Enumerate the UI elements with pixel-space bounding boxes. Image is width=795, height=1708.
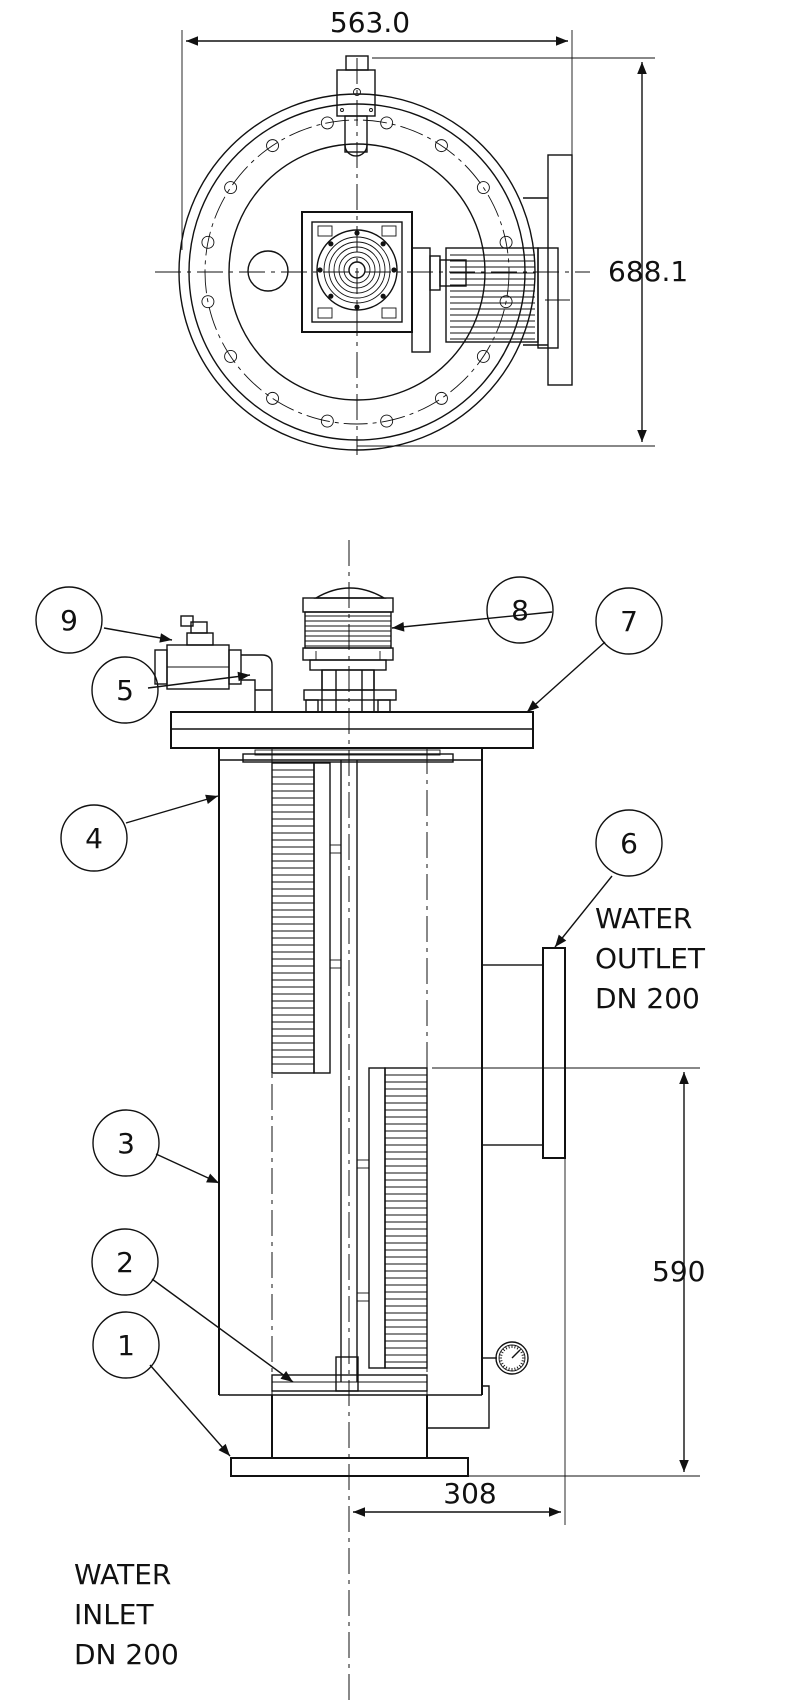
balloon-8: 8 (486, 576, 554, 644)
balloon-5-label: 5 (116, 674, 134, 707)
balloon-7: 7 (595, 587, 663, 655)
upper-screen-element (271, 762, 342, 1074)
bolt-holes (201, 116, 513, 428)
balloon-4: 4 (60, 804, 128, 872)
balloon-5: 5 (91, 656, 159, 724)
outlet-note-line-3: DN 200 (595, 982, 700, 1015)
balloon-9-label: 9 (60, 604, 78, 637)
balloon-9: 9 (35, 586, 103, 654)
balloon-3: 3 (92, 1109, 160, 1177)
balloon-4-label: 4 (85, 822, 103, 855)
balloon-1-label: 1 (117, 1329, 135, 1362)
vessel-body (218, 748, 483, 1396)
balloon-2: 2 (91, 1228, 159, 1296)
inlet-note-line-1: WATER (74, 1558, 171, 1591)
motor-top (411, 247, 570, 353)
balloon-6-label: 6 (620, 827, 638, 860)
balloon-2-label: 2 (116, 1246, 134, 1279)
motor-gearbox-front (302, 587, 397, 713)
top-width-label: 563.0 (330, 6, 410, 39)
balloon-3-label: 3 (117, 1127, 135, 1160)
balloon-1: 1 (92, 1311, 160, 1379)
solenoid-valve (154, 615, 273, 712)
inlet-note-line-3: DN 200 (74, 1638, 179, 1671)
outlet-note-line-1: WATER (595, 902, 692, 935)
valve-bracket (336, 55, 376, 157)
leader-lines (103, 611, 613, 1457)
offset-dimension: 308 (353, 1158, 566, 1525)
offset-label: 308 (443, 1477, 496, 1510)
outlet-nozzle (432, 947, 700, 1159)
bottom-bearing-plate (271, 1356, 428, 1392)
top-height-dimension: 688.1 (357, 57, 688, 447)
inlet-note-line-2: INLET (74, 1598, 154, 1631)
pressure-gauge (427, 1341, 529, 1429)
side-port-circle (247, 250, 289, 292)
screen-support-plate (219, 749, 482, 763)
outlet-note-line-2: OUTLET (595, 942, 706, 975)
balloon-6: 6 (595, 809, 663, 877)
top-view: 563.0 688.1 (155, 6, 688, 455)
rotor-shaft (340, 760, 358, 1382)
outlet-height-dimension: 590 (468, 1072, 705, 1477)
balloon-8-label: 8 (511, 594, 529, 627)
top-cover-plate (170, 711, 534, 749)
inlet-note: WATER INLET DN 200 (74, 1558, 179, 1671)
outlet-height-label: 590 (652, 1255, 705, 1288)
outlet-note: WATER OUTLET DN 200 (595, 902, 706, 1015)
top-height-label: 688.1 (608, 255, 688, 288)
balloon-7-label: 7 (620, 605, 638, 638)
front-view: 590 308 9 5 (35, 540, 706, 1700)
lower-screen-element (356, 1067, 428, 1369)
inlet-pipe (230, 1395, 469, 1477)
top-width-dimension: 563.0 (181, 6, 573, 250)
outlet-flange-top (523, 154, 573, 386)
